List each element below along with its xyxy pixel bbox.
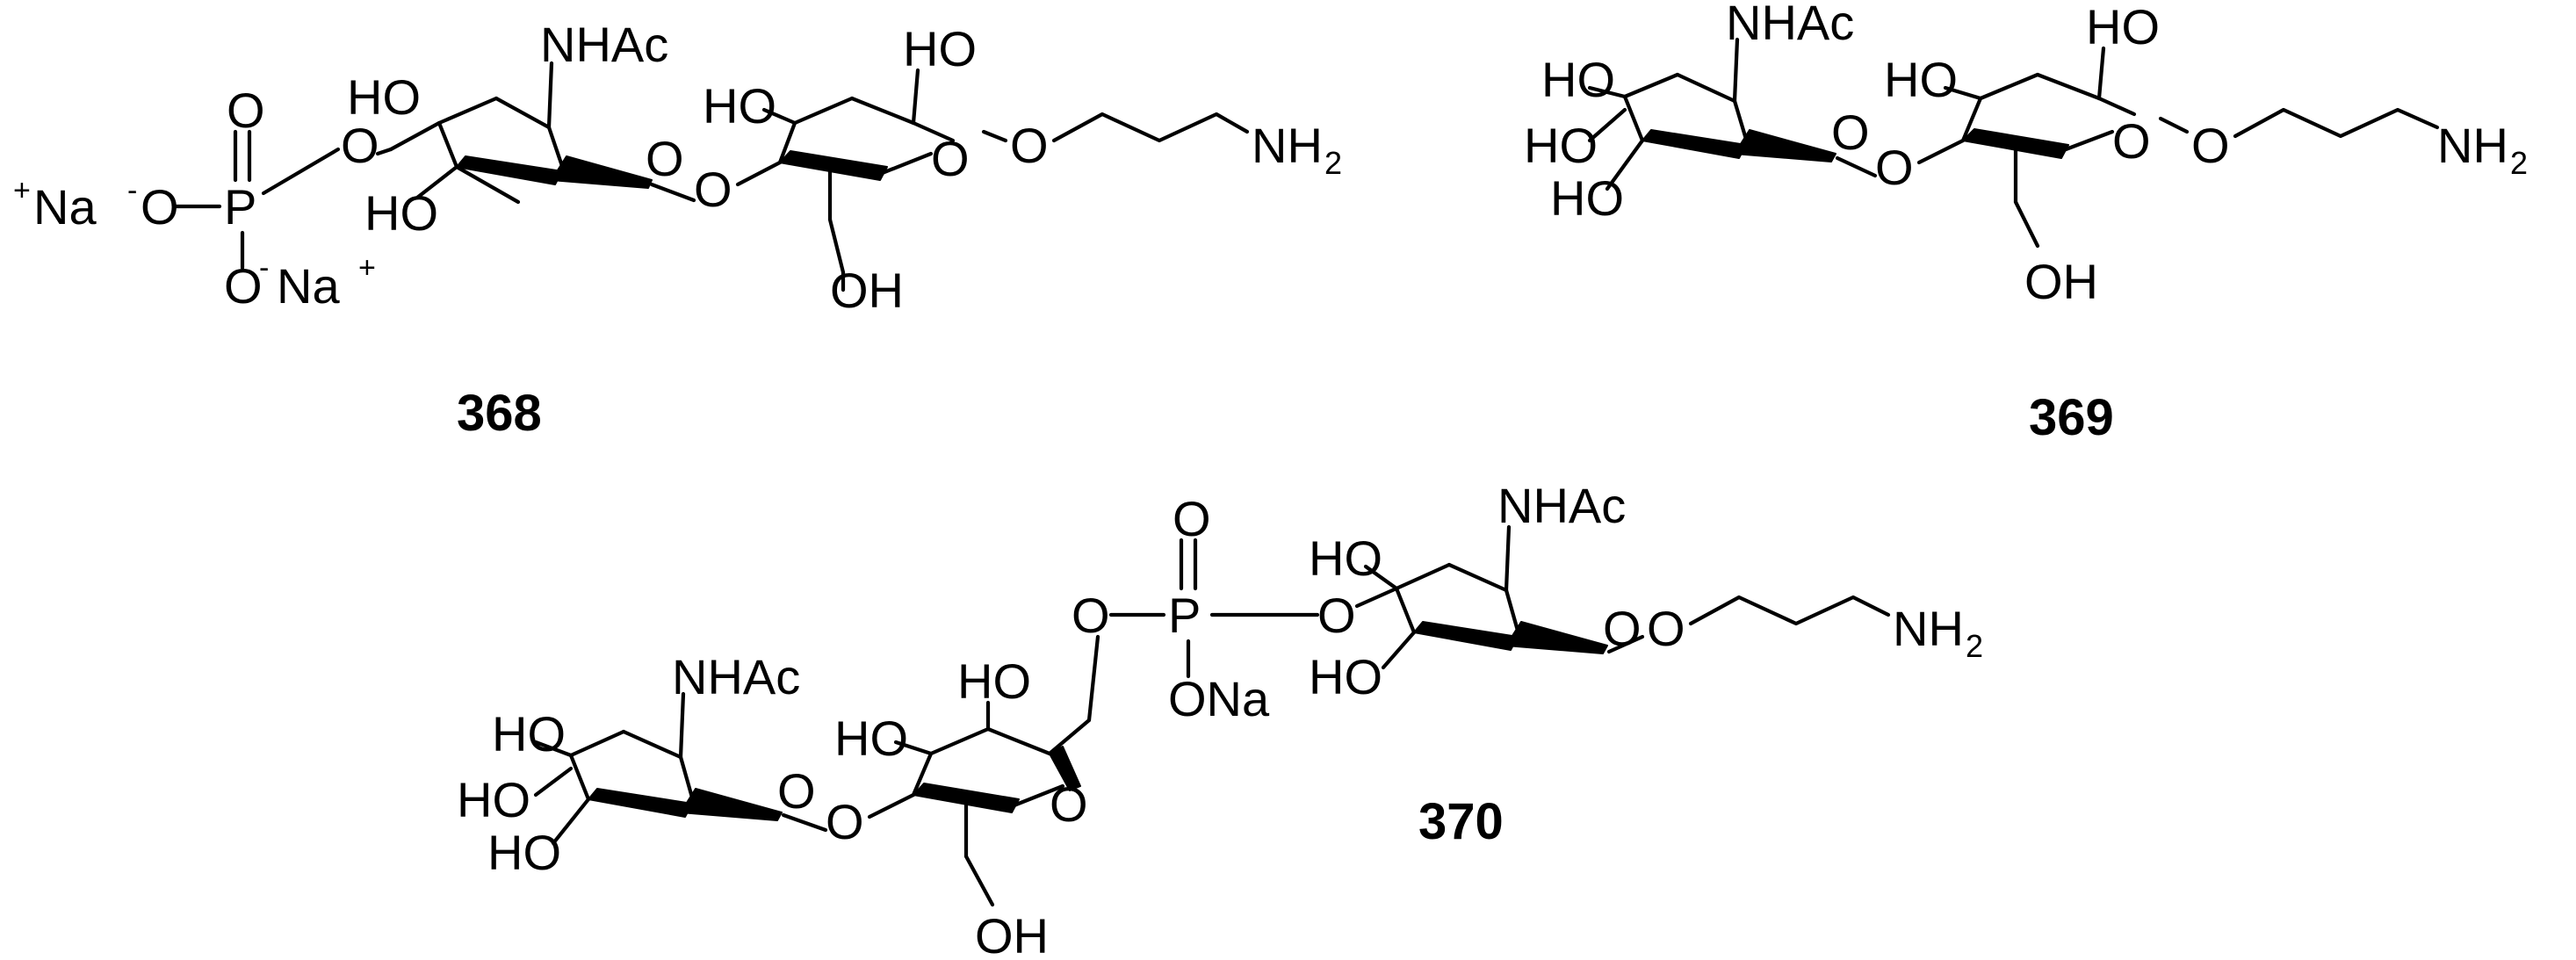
compound-370-ona: ONa — [1168, 671, 1270, 726]
compound-368-plus-2: + — [358, 251, 376, 285]
compound-368: NHAc HO HO O O HO HO OH O O NH — [13, 17, 1342, 442]
compound-370-label: 370 — [1418, 793, 1504, 850]
compound-368-ho-2: HO — [364, 185, 438, 241]
compound-370-ho-g2: HO — [957, 653, 1031, 709]
compound-370-ring-middle — [893, 700, 1092, 907]
compound-370-ring-o-left: O — [777, 763, 816, 819]
compound-369-o-link: O — [1875, 140, 1914, 195]
compound-370-nh-sub: 2 — [1966, 628, 1983, 664]
compound-368-plus-1: + — [13, 174, 31, 207]
compound-369-ho-1: HO — [1541, 52, 1615, 107]
compound-370-ho-r2: HO — [1309, 649, 1382, 704]
compound-370-o-aglycone: O — [1647, 601, 1685, 656]
compound-370-o-anomeric: O — [1072, 588, 1110, 643]
compound-369-label: 369 — [2029, 389, 2114, 446]
compound-368-o-neg-2: O — [224, 258, 263, 314]
compound-369-glycosidic-bond — [1835, 155, 1878, 178]
compound-368-ring-a — [388, 61, 653, 205]
compound-370-ho-l1: HO — [492, 706, 566, 762]
compound-368-nh: NH — [1252, 118, 1323, 173]
compound-368-o-ester: O — [341, 118, 379, 173]
compound-370: NHAc HO HO HO O O HO HO OH O O P — [457, 478, 1983, 960]
compound-369: NHAc HO HO HO O O HO HO OH O O NH 2 369 — [1524, 0, 2528, 446]
compound-370-oh-c6: OH — [975, 908, 1049, 960]
compound-368-nhac: NHAc — [540, 17, 668, 72]
compound-370-ho-r1: HO — [1309, 531, 1382, 586]
compound-370-phosphorus: P — [1168, 588, 1201, 643]
compound-368-label: 368 — [457, 385, 542, 442]
compound-369-ring-o-b: O — [2112, 113, 2151, 169]
compound-370-nh: NH — [1893, 601, 1964, 656]
compound-369-ho-4: HO — [1884, 52, 1958, 107]
compound-368-ho-3: HO — [703, 78, 776, 134]
compound-369-oh-c6: OH — [2024, 254, 2098, 309]
compound-369-propyl-chain — [2233, 107, 2440, 139]
compound-369-nh-sub: 2 — [2510, 145, 2528, 181]
compound-368-minus-2: - — [259, 251, 269, 285]
compound-368-propyl-chain — [1051, 112, 1250, 143]
compound-369-nhac: NHAc — [1726, 0, 1854, 50]
compound-368-phosphorus: P — [224, 179, 256, 235]
compound-370-ho-l2: HO — [457, 772, 530, 827]
compound-370-ring-o-middle: O — [1050, 776, 1088, 832]
compound-368-ring-o-b: O — [931, 131, 970, 186]
compound-368-na-1: Na — [33, 179, 97, 235]
compound-369-ho-3: HO — [1550, 170, 1624, 226]
compound-370-o-link: O — [826, 794, 864, 849]
compound-370-glycosidic-bond — [781, 812, 828, 833]
compound-370-o-ester: O — [1317, 588, 1356, 643]
compound-368-o-aglycone: O — [1010, 118, 1049, 173]
compound-368-ring-o-a: O — [646, 131, 684, 186]
compound-368-o-double: O — [227, 83, 265, 138]
compound-370-ring-right — [1363, 524, 1608, 670]
compound-368-o-neg-1: O — [141, 179, 179, 235]
compound-370-propyl-chain — [1688, 595, 1891, 626]
compound-370-ho-g1: HO — [834, 711, 908, 766]
compound-370-nhac-right: NHAc — [1497, 478, 1626, 533]
compound-370-ring-left — [533, 691, 783, 846]
compound-368-link-bond-b — [735, 160, 783, 187]
compound-368-ring-b — [761, 68, 956, 292]
compound-369-ring-b — [1943, 46, 2137, 249]
compound-368-o-link: O — [694, 162, 732, 217]
compound-369-ring-a — [1587, 37, 1836, 191]
compound-369-nh: NH — [2437, 118, 2508, 173]
compound-370-ho-l3: HO — [487, 825, 561, 880]
compound-369-o-aglycone: O — [2191, 118, 2230, 173]
compound-368-oh-c6: OH — [830, 263, 904, 318]
compound-369-ho-2: HO — [1524, 118, 1598, 173]
compound-368-ho-4: HO — [903, 21, 977, 76]
compound-368-na-2: Na — [277, 258, 340, 314]
compound-369-ho-5: HO — [2086, 0, 2160, 54]
compound-370-nhac-left: NHAc — [672, 649, 800, 704]
compound-370-o-double: O — [1173, 491, 1211, 546]
compound-368-nh-sub: 2 — [1324, 145, 1342, 181]
compound-368-ho-1: HO — [347, 69, 421, 125]
compound-368-minus-1: - — [127, 174, 137, 207]
compound-368-glycosidic-bond — [649, 182, 696, 203]
compound-369-ring-o-a: O — [1831, 105, 1870, 160]
